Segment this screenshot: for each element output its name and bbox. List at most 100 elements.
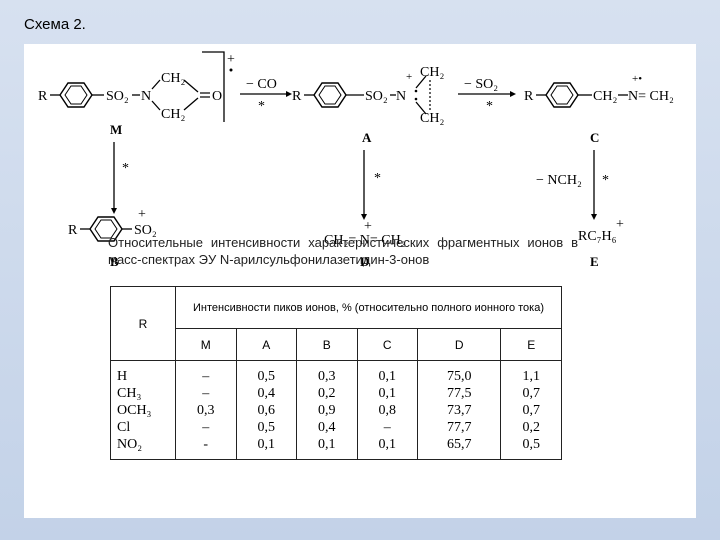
column-header: A bbox=[235, 328, 297, 361]
radical-dot bbox=[414, 97, 418, 101]
table-cell: 0,3 bbox=[197, 402, 215, 418]
column-header: D bbox=[416, 328, 502, 361]
arrow-c-e-head bbox=[591, 214, 597, 220]
b-label: B bbox=[110, 254, 119, 269]
m-charge: + bbox=[227, 52, 235, 67]
table-cell: 0,5 bbox=[522, 436, 540, 452]
a-bond bbox=[415, 75, 427, 89]
m-bond bbox=[183, 97, 199, 111]
m-bond bbox=[183, 79, 199, 93]
table-cell: 0,3 bbox=[318, 368, 336, 384]
arrow-m-b-star: * bbox=[122, 161, 129, 176]
table-cell: – bbox=[202, 385, 210, 401]
m-r-label: R bbox=[38, 89, 48, 104]
a-benzene-inner bbox=[318, 85, 342, 105]
m-bond bbox=[151, 100, 161, 111]
d-charge: + bbox=[364, 219, 372, 234]
arrow-2-head bbox=[510, 91, 516, 97]
m-benzene-inner bbox=[64, 85, 88, 105]
table-cell: 1,1 bbox=[522, 368, 540, 384]
radical-dot bbox=[229, 68, 233, 72]
table-cell: 0,2 bbox=[318, 385, 336, 401]
a-ch2-bottom: CH₂ bbox=[420, 111, 444, 126]
r-header: R bbox=[110, 286, 176, 361]
m-label: M bbox=[110, 122, 122, 137]
arrow-1-head bbox=[286, 91, 292, 97]
c-iminium: N= CH₂ bbox=[628, 89, 674, 104]
arrow1-star: * bbox=[258, 99, 265, 114]
table-cell: 0,9 bbox=[318, 402, 336, 418]
table-cell: 0,2 bbox=[522, 419, 540, 435]
slide-title: Схема 2. bbox=[24, 16, 86, 33]
d-formula: CH₂= N= CH₂ bbox=[324, 233, 406, 248]
table-cell: 0,1 bbox=[257, 436, 276, 452]
table-cell: 77,7 bbox=[446, 419, 472, 435]
column-header: B bbox=[296, 328, 358, 361]
c-r-label: R bbox=[524, 89, 534, 104]
column-header: E bbox=[500, 328, 562, 361]
table-cell: 0,4 bbox=[318, 419, 336, 435]
c-ch2: CH₂ bbox=[593, 89, 617, 104]
a-label: A bbox=[362, 130, 372, 145]
arrow-c-e-star: * bbox=[602, 173, 609, 188]
m-bracket bbox=[202, 51, 225, 122]
r-value: NO₂ bbox=[117, 436, 143, 452]
table-cell: - bbox=[203, 436, 209, 452]
a-so2: SO₂ bbox=[365, 89, 388, 104]
group-header: Интенсивности пиков ионов, % (относитель… bbox=[175, 286, 562, 329]
table-cell: – bbox=[202, 419, 210, 435]
m-bond bbox=[151, 79, 161, 90]
m-n: N bbox=[141, 89, 151, 104]
e-charge: + bbox=[616, 217, 624, 232]
d-label: D bbox=[360, 254, 369, 269]
table-cell: 0,1 bbox=[318, 436, 336, 452]
m-ch2-top: CH₂ bbox=[161, 71, 185, 86]
r-value: CH₃ bbox=[117, 385, 142, 401]
b-benzene-inner bbox=[94, 219, 118, 239]
table-cell: 0,4 bbox=[257, 385, 276, 401]
c-label: C bbox=[590, 130, 599, 145]
table-cell: 0,1 bbox=[378, 385, 397, 401]
arrow-m-b-head bbox=[111, 208, 117, 214]
table-cell: 0,5 bbox=[257, 419, 276, 435]
table-cell: 0,7 bbox=[522, 402, 540, 418]
b-r-label: R bbox=[68, 223, 78, 238]
column-header: C bbox=[356, 328, 418, 361]
a-bond bbox=[415, 101, 427, 115]
c-benzene-inner bbox=[550, 85, 574, 105]
table-cell: 0,1 bbox=[378, 368, 397, 384]
table-cell: 77,5 bbox=[446, 385, 472, 401]
table-caption: Относительные интенсивности характеристи… bbox=[108, 235, 578, 267]
table-cell: 0,7 bbox=[522, 385, 540, 401]
arrow-a-d-head bbox=[361, 214, 367, 220]
b-charge: + bbox=[138, 207, 146, 222]
table-cell: 73,7 bbox=[446, 402, 472, 418]
table-cell: – bbox=[383, 419, 391, 435]
b-so2: SO₂ bbox=[134, 223, 157, 238]
reaction-scheme: R SO₂ N CH₂ CH₂ O + M − CO * R SO₂ bbox=[38, 51, 674, 269]
table-cell: 0,6 bbox=[257, 402, 276, 418]
c-charge: +• bbox=[632, 73, 642, 85]
table-cell: 0,5 bbox=[257, 368, 276, 384]
r-value: Cl bbox=[117, 419, 131, 435]
arrow1-label: − CO bbox=[246, 77, 277, 92]
m-ch2-bottom: CH₂ bbox=[161, 107, 185, 122]
radical-dot bbox=[414, 89, 418, 93]
column-header: M bbox=[175, 328, 237, 361]
r-value: H bbox=[117, 368, 128, 384]
table-cell: 0,8 bbox=[378, 402, 397, 418]
m-oxygen: O bbox=[212, 89, 222, 104]
table-cell: – bbox=[202, 368, 210, 384]
e-label: E bbox=[590, 254, 599, 269]
arrow2-label: − SO₂ bbox=[464, 77, 498, 92]
table-cell: 75,0 bbox=[446, 368, 472, 384]
a-n: N bbox=[396, 89, 406, 104]
a-ch2-top: CH₂ bbox=[420, 65, 444, 80]
r-value: OCH₃ bbox=[117, 402, 152, 418]
